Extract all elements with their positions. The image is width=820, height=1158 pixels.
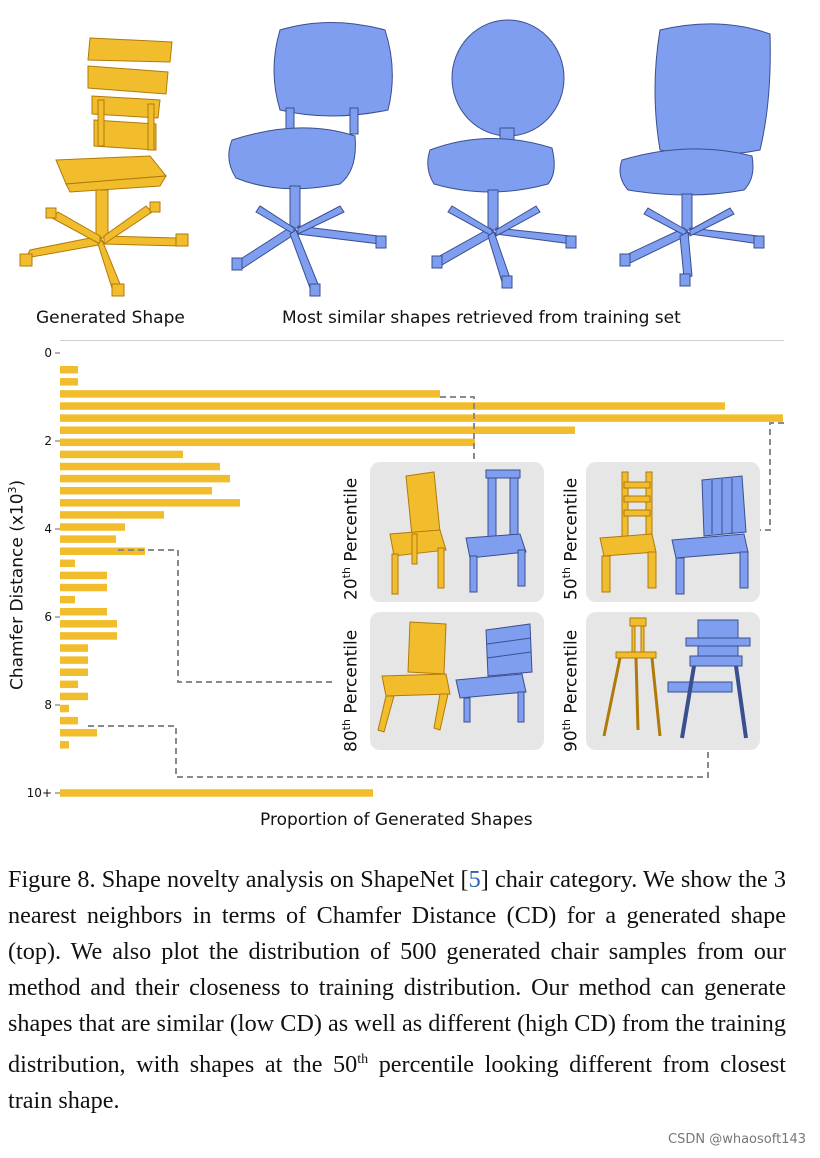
histogram-bar <box>60 607 107 616</box>
y-tick-label: 6 <box>44 610 52 624</box>
histogram-bar <box>60 438 475 447</box>
retrieved-chair-1-image <box>228 22 393 297</box>
histogram-bar <box>60 692 88 701</box>
histogram-bar <box>60 668 88 676</box>
histogram-bar <box>60 571 107 580</box>
histogram-bar <box>60 728 97 737</box>
histogram-bar <box>60 414 783 422</box>
inset-20th-chairs <box>389 469 527 595</box>
retrieved-chair-2-image <box>427 19 577 289</box>
histogram-bar <box>60 704 69 713</box>
y-tick-label: 10+ <box>27 786 52 800</box>
y-tick-label: 8 <box>44 698 52 712</box>
x-axis-label: Proportion of Generated Shapes <box>260 810 533 830</box>
histogram-bar <box>60 595 75 604</box>
inset-50th-percentile <box>586 462 760 602</box>
y-tick-label: 2 <box>44 434 52 448</box>
generated-shape-label: Generated Shape <box>36 308 185 328</box>
histogram-bar <box>60 511 164 519</box>
percentile-connector <box>88 725 709 778</box>
histogram-bar <box>60 656 88 664</box>
label-20th-percentile: 20th Percentile <box>340 477 362 600</box>
y-tick-label: 4 <box>44 522 52 536</box>
retrieved-shapes-label: Most similar shapes retrieved from train… <box>282 308 681 328</box>
histogram-bar <box>60 402 725 410</box>
histogram-bar <box>60 486 212 495</box>
label-90th-percentile: 90th Percentile <box>560 629 582 752</box>
citation-link[interactable]: 5 <box>468 866 481 893</box>
figure-caption: Figure 8. Shape novelty analysis on Shap… <box>8 866 786 1115</box>
y-axis-label: Chamfer Distance (x103) <box>6 479 28 690</box>
percentile-connector <box>440 396 475 462</box>
label-50th-percentile: 50th Percentile <box>560 477 582 600</box>
percentile-connector <box>118 549 336 683</box>
histogram-bar <box>60 680 78 689</box>
histogram-bar <box>60 523 125 531</box>
histogram-bar <box>60 547 145 555</box>
histogram-bar <box>60 462 220 471</box>
histogram-bar <box>60 716 78 725</box>
histogram-bar <box>60 426 575 434</box>
histogram-bar <box>60 450 183 459</box>
histogram-bar <box>60 632 117 640</box>
inset-80th-chairs <box>377 621 533 733</box>
y-tick-label: 0 <box>44 346 52 360</box>
top-chairs-illustration <box>19 19 771 297</box>
label-80th-percentile: 80th Percentile <box>340 629 362 752</box>
histogram-bar <box>60 365 78 374</box>
generated-chair-image <box>19 37 189 297</box>
percentile-connector <box>760 422 784 531</box>
inset-80th-percentile <box>370 612 544 750</box>
inset-20th-percentile <box>370 462 544 602</box>
inset-50th-chairs <box>599 471 749 595</box>
inset-90th-percentile <box>586 612 760 750</box>
histogram-bar <box>60 390 440 398</box>
histogram-bar <box>60 789 373 797</box>
histogram-bar <box>60 378 78 386</box>
histogram-bar <box>60 583 107 592</box>
histogram-bar <box>60 741 69 749</box>
watermark: CSDN @whaosoft143 <box>668 1132 806 1147</box>
histogram-bar <box>60 474 230 483</box>
retrieved-chair-3-image <box>619 23 771 287</box>
section-divider <box>60 340 784 341</box>
inset-90th-chairs <box>602 617 751 739</box>
histogram-bar <box>60 644 88 652</box>
histogram-bar <box>60 535 116 543</box>
histogram-bar <box>60 559 75 568</box>
chamfer-distance-histogram: 0 2 4 6 8 10+ <box>27 346 784 800</box>
histogram-bar <box>60 620 117 628</box>
histogram-bar <box>60 499 240 507</box>
